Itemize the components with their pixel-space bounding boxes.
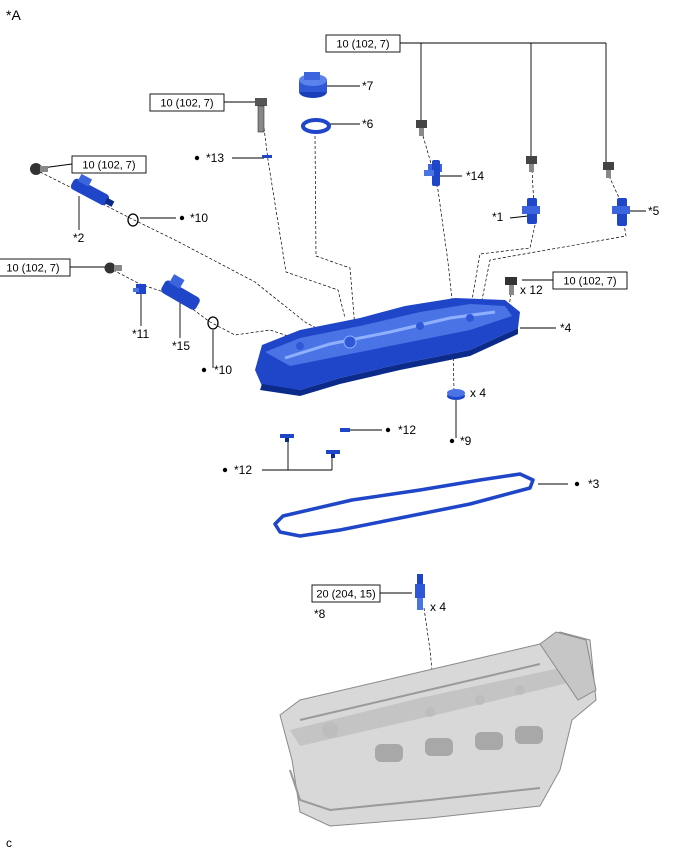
bullet-dot bbox=[201, 367, 207, 373]
bolt-icon bbox=[603, 162, 614, 178]
bullet-dot bbox=[385, 427, 391, 433]
cam-sensor-5 bbox=[612, 198, 630, 226]
label-p1: *1 bbox=[492, 210, 504, 224]
o-ring-10b bbox=[207, 316, 219, 330]
label-p5: *5 bbox=[648, 204, 660, 218]
qty-spark-plug: x 4 bbox=[430, 600, 446, 614]
label-p3: *3 bbox=[588, 477, 600, 491]
footer-label: c bbox=[6, 836, 12, 850]
torque-top-box: 10 (102, 7) bbox=[325, 34, 401, 53]
label-p8: *8 bbox=[314, 607, 326, 621]
oil-filler-cap bbox=[299, 72, 327, 98]
bullet-dot bbox=[222, 467, 228, 473]
label-p10b: *10 bbox=[214, 363, 232, 377]
svg-text:10 (102, 7): 10 (102, 7) bbox=[336, 39, 389, 51]
label-p11: *11 bbox=[132, 327, 149, 341]
oil-control-valve-2 bbox=[70, 173, 115, 207]
small-gasket-12 bbox=[326, 450, 340, 458]
label-p2: *2 bbox=[73, 231, 85, 245]
torque-spark-plug-box: 20 (204, 15) bbox=[311, 584, 381, 603]
bullet-dot bbox=[194, 155, 200, 161]
o-ring-10a bbox=[127, 213, 139, 227]
label-p10a: *10 bbox=[190, 211, 208, 225]
label-p12b: *12 bbox=[398, 423, 416, 437]
bolt-icon bbox=[505, 277, 517, 295]
bolt-icon bbox=[255, 98, 267, 133]
torque-sensor-box: 10 (102, 7) bbox=[71, 155, 147, 174]
qty-tube-gasket: x 4 bbox=[470, 386, 486, 400]
leader-lines bbox=[41, 42, 646, 594]
cylinder-head-cover bbox=[255, 298, 520, 396]
svg-text:10 (102, 7): 10 (102, 7) bbox=[160, 98, 213, 110]
bolt-icon bbox=[104, 262, 122, 274]
label-p15: *15 bbox=[172, 339, 190, 353]
small-gasket-12 bbox=[280, 434, 294, 442]
bracket-11 bbox=[133, 284, 146, 294]
cam-sensor-1 bbox=[522, 198, 540, 224]
label-p13: *13 bbox=[206, 151, 224, 165]
label-p4: *4 bbox=[560, 321, 572, 335]
svg-text:10 (102, 7): 10 (102, 7) bbox=[563, 276, 616, 288]
label-p12a: *12 bbox=[234, 463, 252, 477]
svg-text:10 (102, 7): 10 (102, 7) bbox=[82, 160, 135, 172]
label-p6: *6 bbox=[362, 117, 374, 131]
svg-text:10 (102, 7): 10 (102, 7) bbox=[6, 263, 59, 275]
pin-13 bbox=[262, 155, 272, 158]
bolt-icon bbox=[30, 163, 48, 175]
label-p7: *7 bbox=[362, 79, 374, 93]
small-gasket-12 bbox=[340, 428, 350, 432]
plug-tube-gasket-9 bbox=[447, 389, 465, 400]
torque-cover-bolt-box: 10 (102, 7) bbox=[552, 271, 628, 290]
corner-label: *A bbox=[6, 7, 21, 23]
oil-control-valve-15 bbox=[161, 274, 200, 310]
cylinder-head-engine bbox=[279, 631, 597, 827]
bullet-dot bbox=[574, 481, 580, 487]
label-p14: *14 bbox=[466, 169, 484, 183]
torque-bolt-box: 10 (102, 7) bbox=[149, 93, 225, 112]
svg-text:20 (204, 15): 20 (204, 15) bbox=[316, 589, 375, 601]
bullet-dot bbox=[449, 438, 455, 444]
bolt-icon bbox=[416, 120, 427, 136]
bolt-icon bbox=[526, 156, 537, 172]
filler-cap-gasket bbox=[301, 118, 331, 134]
spark-plug-8 bbox=[415, 574, 425, 610]
bullet-dot bbox=[179, 215, 185, 221]
torque-valve-box: 10 (102, 7) bbox=[0, 258, 71, 277]
qty-cover-bolts: x 12 bbox=[520, 283, 543, 297]
cam-sensor-14 bbox=[424, 160, 442, 186]
cover-gasket-3 bbox=[273, 472, 535, 538]
label-p9: *9 bbox=[460, 434, 472, 448]
part-labels: *7 *6 *13 *14 *1 *5 *10 *2 *11 *15 *4 *1… bbox=[73, 79, 660, 621]
